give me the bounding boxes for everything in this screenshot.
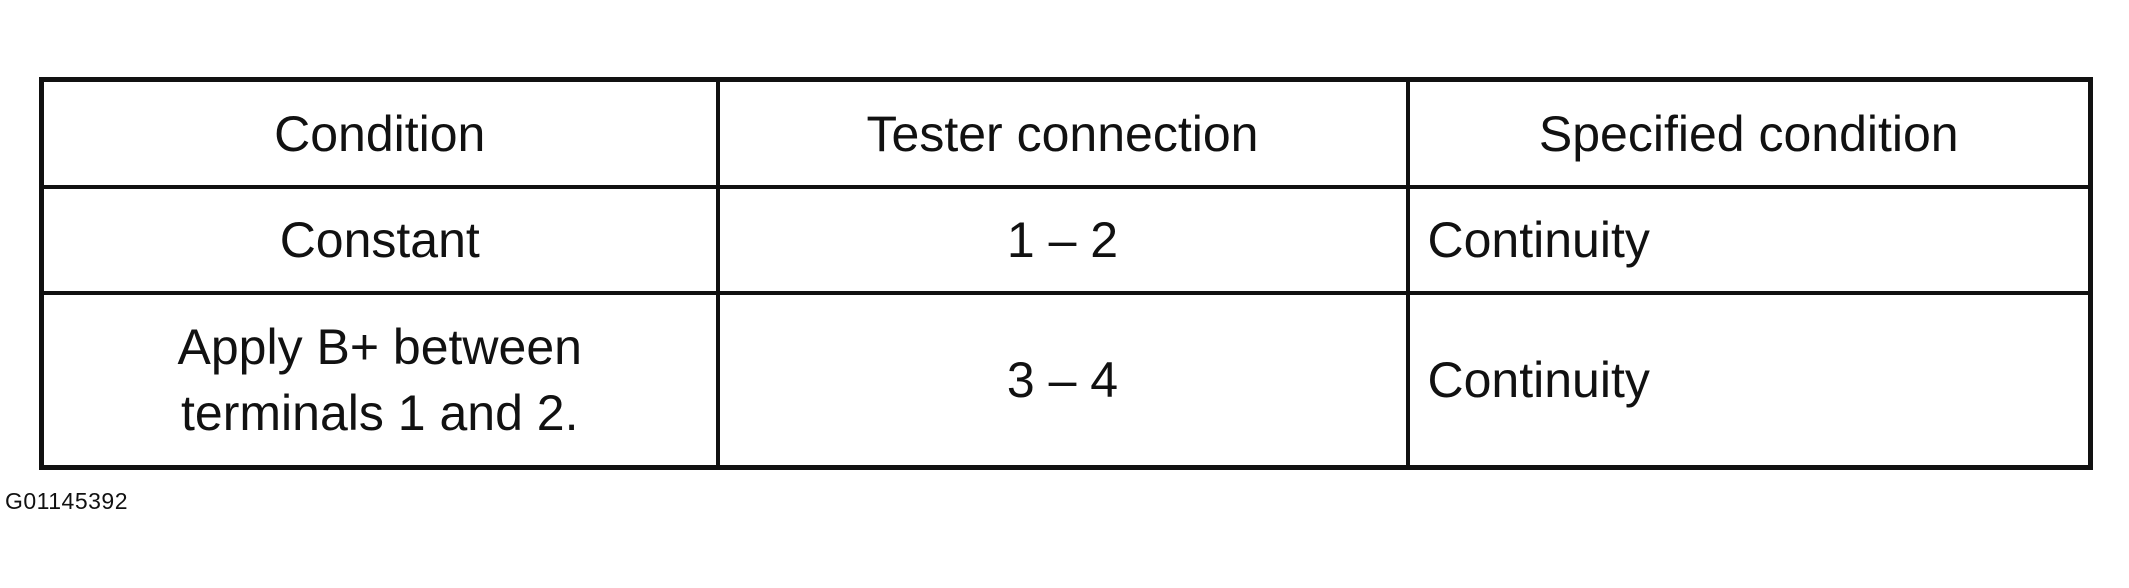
header-specified-condition: Specified condition bbox=[1405, 77, 2093, 189]
tester-connection-cell: 1 – 2 bbox=[715, 185, 1410, 295]
header-tester-connection: Tester connection bbox=[715, 77, 1410, 189]
header-condition: Condition bbox=[39, 77, 720, 189]
condition-cell: Apply B+ between terminals 1 and 2. bbox=[39, 291, 720, 470]
specified-condition-cell: Continuity bbox=[1405, 291, 2093, 470]
table-row: Constant 1 – 2 Continuity bbox=[39, 185, 2093, 295]
condition-cell: Constant bbox=[39, 185, 720, 295]
condition-text-line-2: terminals 1 and 2. bbox=[181, 385, 579, 441]
tester-connection-cell: 3 – 4 bbox=[715, 291, 1410, 470]
specified-condition-cell: Continuity bbox=[1405, 185, 2093, 295]
condition-text-line-1: Apply B+ between bbox=[177, 319, 582, 375]
specification-table: Condition Tester connection Specified co… bbox=[39, 77, 2093, 470]
table-row: Apply B+ between terminals 1 and 2. 3 – … bbox=[39, 291, 2093, 470]
figure-code: G01145392 bbox=[5, 488, 129, 514]
condition-text: Constant bbox=[279, 212, 480, 268]
table-header-row: Condition Tester connection Specified co… bbox=[39, 77, 2093, 189]
